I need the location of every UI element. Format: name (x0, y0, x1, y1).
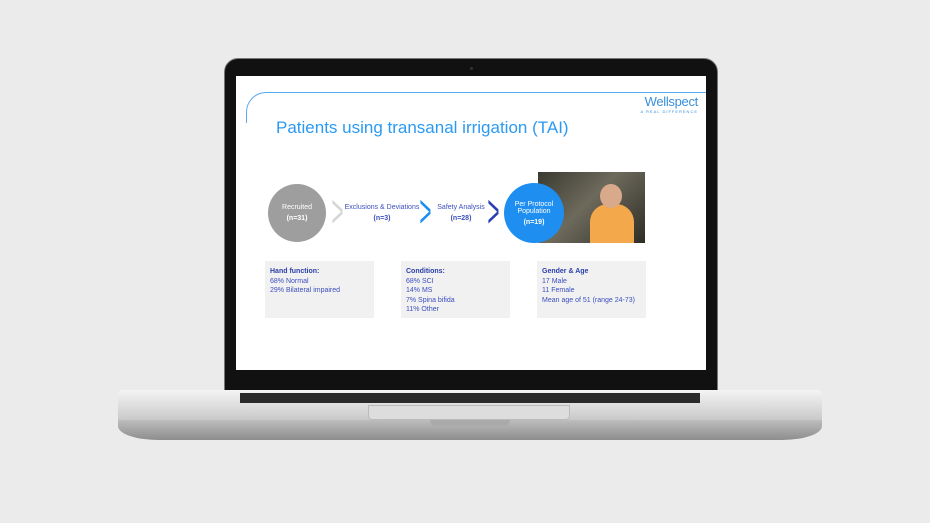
flow-count: (n=3) (373, 215, 391, 222)
photo-figure (590, 204, 634, 243)
chevron-right-icon: > (487, 185, 500, 237)
box-heading: Gender & Age (542, 268, 589, 275)
trackpad (368, 405, 570, 420)
slide-title: Patients using transanal irrigation (TAI… (276, 118, 569, 137)
keyboard (240, 393, 700, 403)
box-line: 29% Bilateral impaired (270, 287, 341, 294)
photo-face (600, 184, 622, 208)
gender-age-box: Gender & Age 17 Male 11 Female Mean age … (537, 261, 646, 318)
hand-function-box: Hand function: 68% Normal 29% Bilateral … (265, 261, 374, 318)
box-line: 68% Normal (270, 277, 309, 285)
exclusions-step: Exclusions & Deviations (n=3) (342, 204, 422, 222)
conditions-box: Conditions: 68% SCI 14% MS 7% Spina bifi… (401, 261, 510, 318)
header-arc (246, 92, 706, 123)
recruited-circle: Recruited (n=31) (268, 184, 326, 242)
box-line: 11% Other (406, 306, 439, 313)
safety-step: Safety Analysis (n=28) (432, 204, 490, 222)
box-line: 11 Female (542, 287, 575, 294)
flow-count: (n=19) (523, 218, 545, 226)
patient-photo (538, 172, 645, 243)
flow-label: Safety Analysis (437, 204, 485, 211)
laptop-front-edge (118, 420, 822, 440)
box-line: 7% Spina bifida (406, 296, 455, 304)
box-line: 14% MS (406, 287, 433, 294)
box-line: 68% SCI (406, 277, 434, 285)
box-heading: Conditions: (406, 268, 445, 275)
per-protocol-circle: Per Protocol Population (n=19) (504, 183, 564, 243)
lid-notch (430, 420, 510, 426)
camera-icon (470, 67, 473, 70)
box-line: 17 Male (542, 277, 567, 285)
flow-label: Per Protocol Population (514, 200, 554, 215)
box-line: Mean age of 51 (range 24-73) (542, 296, 636, 304)
logo-name: Wellspect (644, 94, 699, 109)
chevron-right-icon: > (331, 185, 344, 237)
flow-count: (n=28) (450, 215, 472, 222)
chevron-right-icon: > (419, 185, 432, 237)
logo-tagline: A REAL DIFFERENCE (640, 109, 698, 114)
flow-count: (n=31) (286, 215, 308, 222)
flow-label: Exclusions & Deviations (344, 204, 420, 211)
box-heading: Hand function: (270, 268, 320, 275)
flow-label: Recruited (282, 204, 312, 211)
